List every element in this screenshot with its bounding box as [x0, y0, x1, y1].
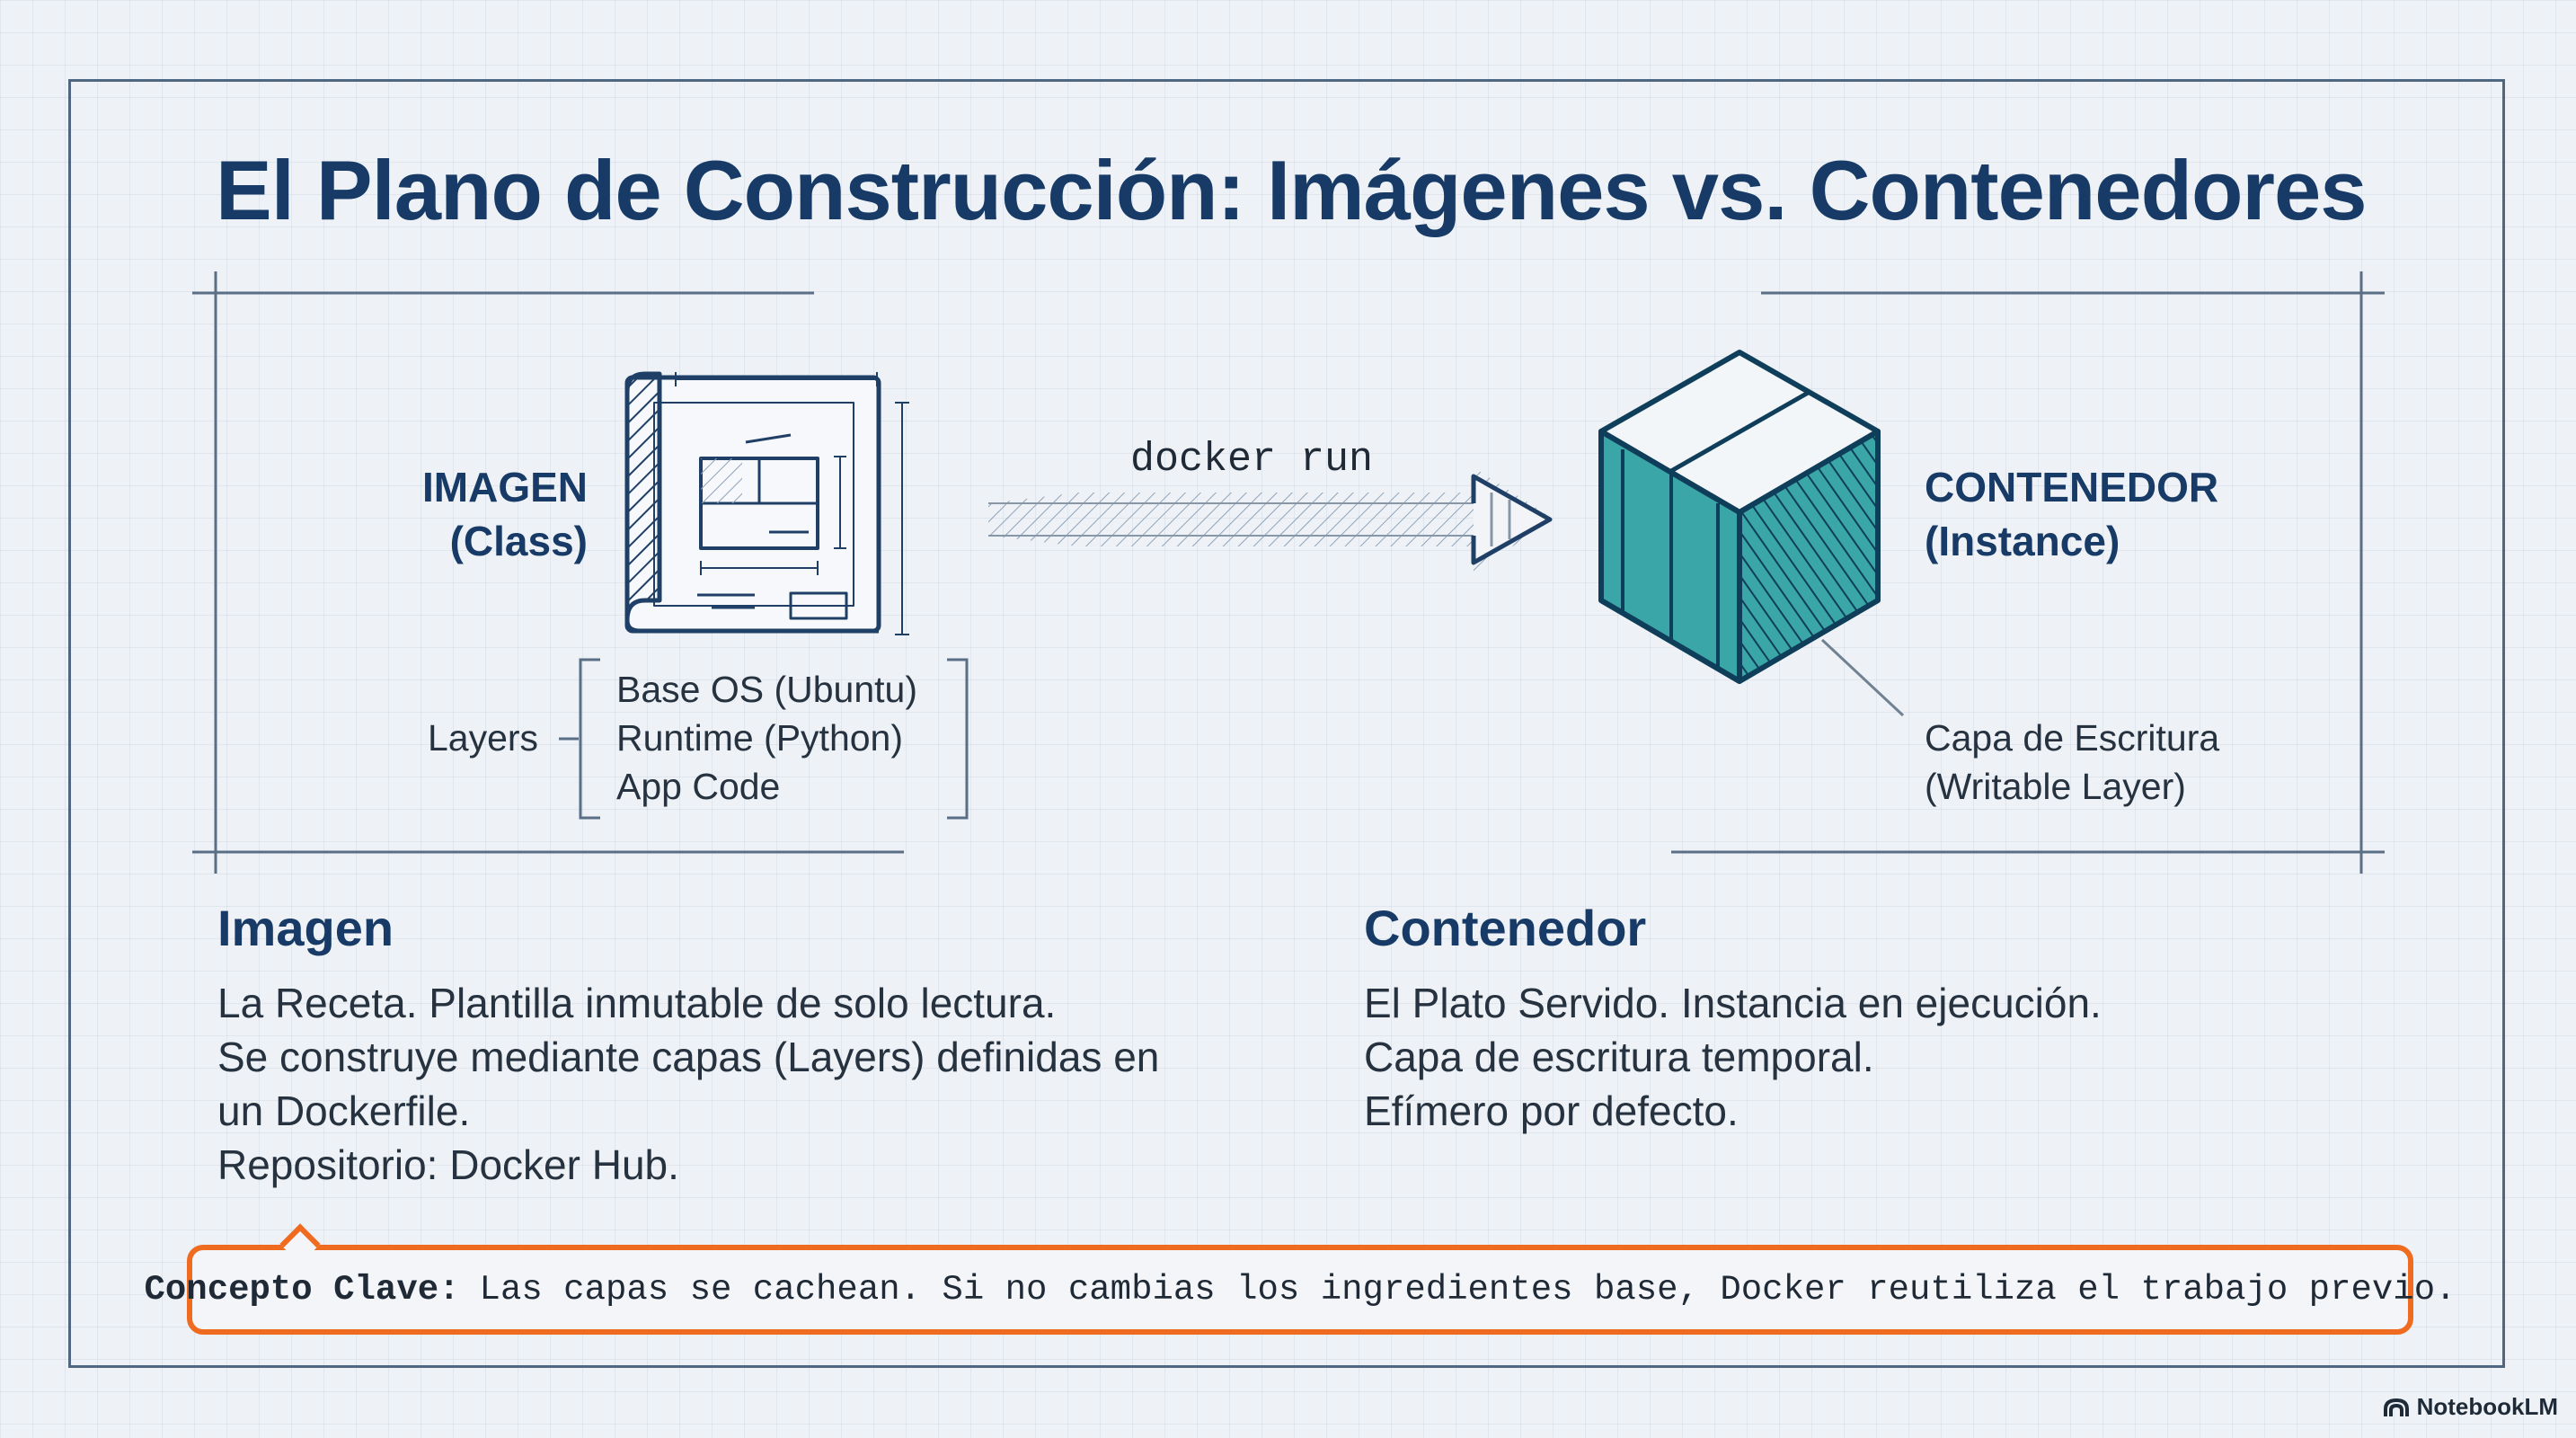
page-title: El Plano de Construcción: Imágenes vs. C… — [216, 143, 2368, 237]
container-cube-icon — [1598, 350, 1881, 684]
layers-bracket — [559, 658, 969, 820]
container-section-line: Capa de escritura temporal. — [1364, 1034, 1874, 1080]
docker-run-command: docker run — [1130, 437, 1374, 483]
writable-layer-line1: Capa de Escritura — [1925, 717, 2220, 759]
image-label-line2: (Class) — [449, 518, 588, 564]
arrow-icon — [988, 467, 1554, 572]
key-concept-text: Las capas se cachean. Si no cambias los … — [479, 1270, 2456, 1309]
layer-item: Runtime (Python) — [616, 717, 904, 759]
layer-item: App Code — [616, 766, 781, 807]
layer-item: Base OS (Ubuntu) — [616, 669, 917, 710]
brand-label: NotebookLM — [2416, 1393, 2558, 1420]
leader-line — [1820, 638, 1905, 717]
image-section-line: Repositorio: Docker Hub. — [217, 1141, 679, 1188]
image-section-line: La Receta. Plantilla inmutable de solo l… — [217, 980, 1057, 1026]
writable-layer-label: Capa de Escritura (Writable Layer) — [1925, 714, 2219, 811]
key-concept-callout: Concepto Clave: Las capas se cachean. Si… — [144, 1245, 2456, 1335]
image-section-line: Se construye mediante capas (Layers) def… — [217, 1034, 1160, 1080]
container-label-line2: (Instance) — [1925, 518, 2120, 564]
image-section-body: La Receta. Plantilla inmutable de solo l… — [217, 976, 1159, 1192]
container-section-title: Contenedor — [1364, 900, 1647, 956]
image-section-line: un Dockerfile. — [217, 1087, 471, 1134]
page-frame — [68, 79, 2505, 1368]
image-label-line1: IMAGEN — [422, 464, 588, 510]
container-label-line1: CONTENEDOR — [1925, 464, 2219, 510]
image-label: IMAGEN (Class) — [408, 460, 588, 568]
brand-mark: NotebookLM — [2383, 1393, 2558, 1421]
container-section-body: El Plato Servido. Instancia en ejecución… — [1364, 976, 2102, 1138]
layers-label: Layers — [428, 717, 539, 759]
container-label: CONTENEDOR (Instance) — [1925, 460, 2218, 568]
writable-layer-line2: (Writable Layer) — [1925, 766, 2186, 807]
notebooklm-logo-icon — [2383, 1398, 2409, 1416]
key-concept-keyword: Concepto Clave: — [144, 1270, 460, 1309]
container-section-line: El Plato Servido. Instancia en ejecución… — [1364, 980, 2102, 1026]
blueprint-icon — [624, 371, 909, 635]
container-section-line: Efímero por defecto. — [1364, 1087, 1739, 1134]
image-section-title: Imagen — [217, 900, 394, 956]
layers-list: Base OS (Ubuntu) Runtime (Python) App Co… — [616, 665, 917, 811]
panel-rules — [192, 271, 2385, 874]
